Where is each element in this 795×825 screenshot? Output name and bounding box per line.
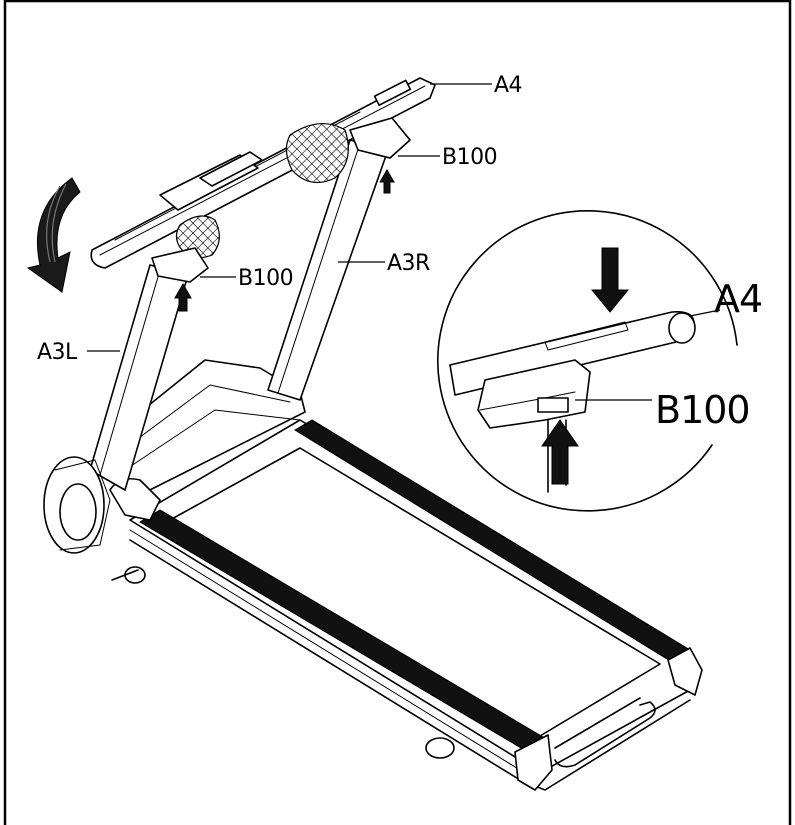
treadmill-deck xyxy=(109,359,703,791)
console-a4 xyxy=(90,77,436,283)
upright-a3l xyxy=(43,264,189,554)
rotate-arrow-icon xyxy=(26,177,81,293)
rear-cap-left xyxy=(514,734,553,791)
up-arrow-icon xyxy=(174,282,192,312)
mesh-pad-right xyxy=(285,123,349,184)
detail-inset xyxy=(437,210,738,512)
label-a4: A4 xyxy=(494,73,522,98)
up-arrow-icon xyxy=(379,169,395,194)
page-frame xyxy=(3,0,792,825)
label-b100-left: B100 xyxy=(238,266,293,291)
label-a3l: A3L xyxy=(37,340,78,365)
detail-circle xyxy=(437,210,738,512)
down-arrow-icon xyxy=(590,247,630,313)
label-a3r: A3R xyxy=(387,251,430,276)
up-arrow-icon xyxy=(541,419,579,485)
bracket-left xyxy=(151,247,209,283)
label-a4-detail: A4 xyxy=(714,277,762,321)
bracket-right xyxy=(349,117,411,159)
mesh-pad-left xyxy=(175,215,220,259)
rear-cap-right xyxy=(667,647,703,696)
label-b100-right: B100 xyxy=(442,145,497,170)
label-b100-detail: B100 xyxy=(655,388,750,432)
